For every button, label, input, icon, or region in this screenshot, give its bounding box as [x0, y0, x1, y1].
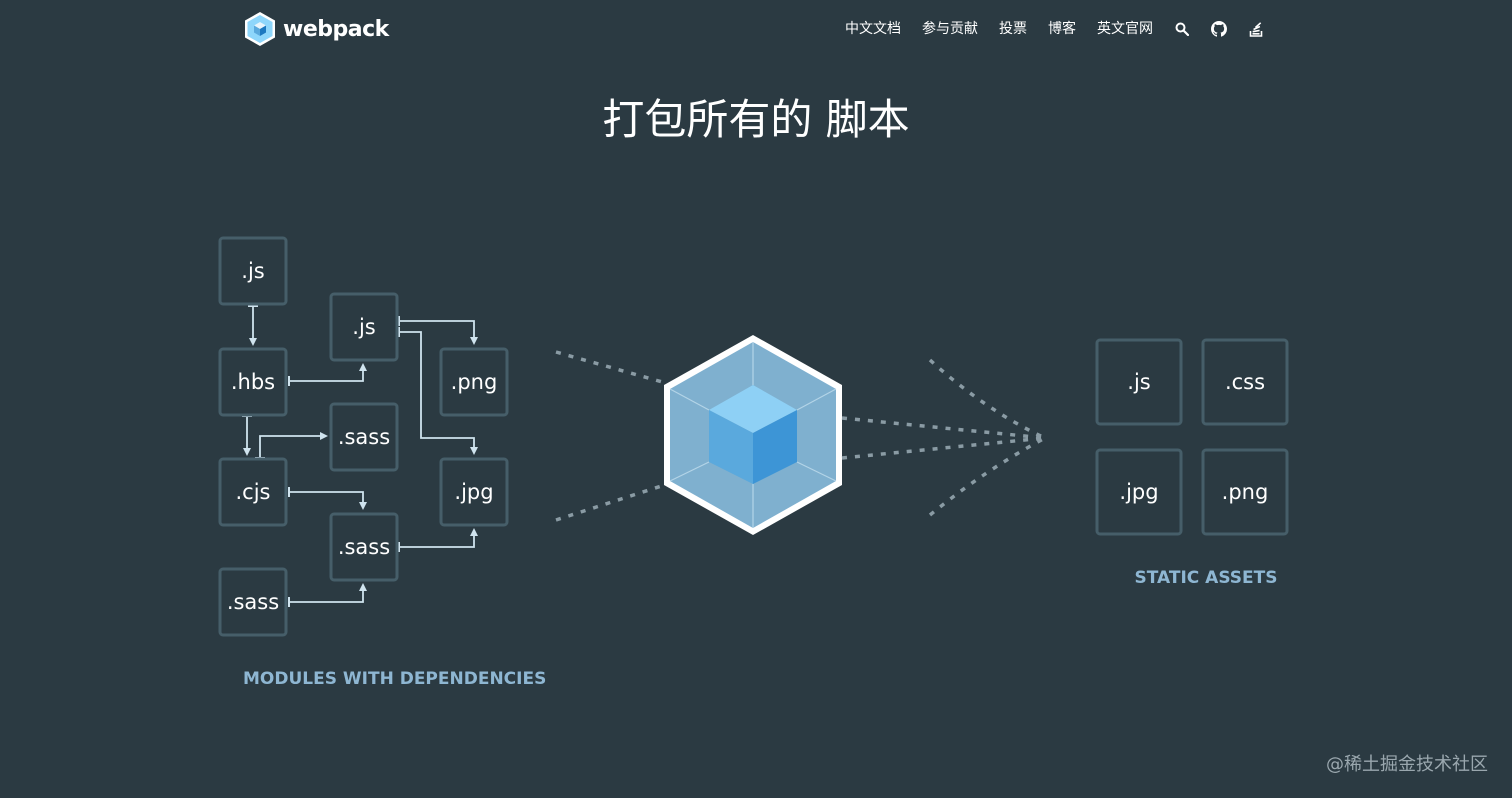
- assets-caption: STATIC ASSETS: [1134, 568, 1277, 588]
- modules-caption: MODULES WITH DEPENDENCIES: [243, 669, 546, 689]
- nav-link-docs[interactable]: 中文文档: [845, 21, 901, 37]
- module-box-sass-1: .sass: [329, 402, 399, 472]
- output-flow-lines: [841, 358, 1046, 517]
- watermark: @稀土掘金技术社区: [1326, 754, 1488, 775]
- arrow-hbs-to-js: [288, 363, 367, 386]
- module-box-hbs: .hbs: [218, 347, 288, 417]
- module-box-cjs: .cjs: [218, 457, 288, 527]
- module-label: .sass: [338, 425, 390, 449]
- module-label: .png: [451, 370, 498, 394]
- module-box-sass-3: .sass: [218, 567, 288, 637]
- asset-label: .css: [1225, 370, 1265, 394]
- module-box-png: .png: [439, 347, 509, 417]
- asset-label: .jpg: [1119, 480, 1158, 504]
- asset-label: .png: [1222, 480, 1269, 504]
- nav-link-contribute[interactable]: 参与贡献: [922, 21, 978, 37]
- module-label: .hbs: [231, 370, 275, 394]
- asset-box-js: .js: [1095, 338, 1183, 426]
- module-box-js-1: .js: [218, 236, 288, 306]
- arrow-sass-to-sass: [288, 583, 367, 607]
- module-label: .sass: [227, 590, 279, 614]
- module-label: .js: [352, 315, 375, 339]
- hero-title: 打包所有的 脚本: [602, 95, 910, 144]
- arrow-js-to-jpg: [398, 327, 478, 455]
- module-label: .cjs: [236, 480, 271, 504]
- asset-label: .js: [1127, 370, 1150, 394]
- input-flow-lines: [555, 350, 681, 522]
- module-box-sass-2: .sass: [329, 512, 399, 582]
- asset-box-css: .css: [1201, 338, 1289, 426]
- module-boxes: .js .js .hbs .png .sass .cjs: [218, 236, 509, 637]
- module-label: .sass: [338, 535, 390, 559]
- asset-box-jpg: .jpg: [1095, 448, 1183, 536]
- github-icon[interactable]: [1211, 21, 1227, 37]
- site-header: webpack 中文文档 参与贡献 投票 博客 英文官网: [0, 0, 1512, 60]
- arrow-sass-to-jpg: [398, 528, 478, 552]
- arrow-cjs-to-sass-top: [255, 432, 328, 459]
- webpack-logo-icon: [245, 12, 275, 46]
- nav-link-vote[interactable]: 投票: [999, 21, 1027, 37]
- logo-text: webpack: [283, 16, 389, 42]
- main-nav: 中文文档 参与贡献 投票 博客 英文官网: [845, 18, 1264, 40]
- module-label: .jpg: [454, 480, 493, 504]
- asset-boxes: .js .css .jpg .png: [1095, 338, 1289, 536]
- asset-box-png: .png: [1201, 448, 1289, 536]
- module-label: .js: [241, 259, 264, 283]
- nav-link-english-site[interactable]: 英文官网: [1097, 21, 1153, 37]
- arrow-cjs-to-sass-mid: [288, 487, 367, 510]
- module-box-js-2: .js: [329, 292, 399, 362]
- stack-overflow-icon[interactable]: [1248, 21, 1264, 37]
- search-icon[interactable]: [1174, 21, 1190, 37]
- module-box-jpg: .jpg: [439, 457, 509, 527]
- dependency-arrows: [242, 305, 478, 607]
- webpack-logo-link[interactable]: webpack: [243, 11, 389, 47]
- webpack-cube-icon: [664, 335, 842, 535]
- nav-link-blog[interactable]: 博客: [1048, 21, 1076, 37]
